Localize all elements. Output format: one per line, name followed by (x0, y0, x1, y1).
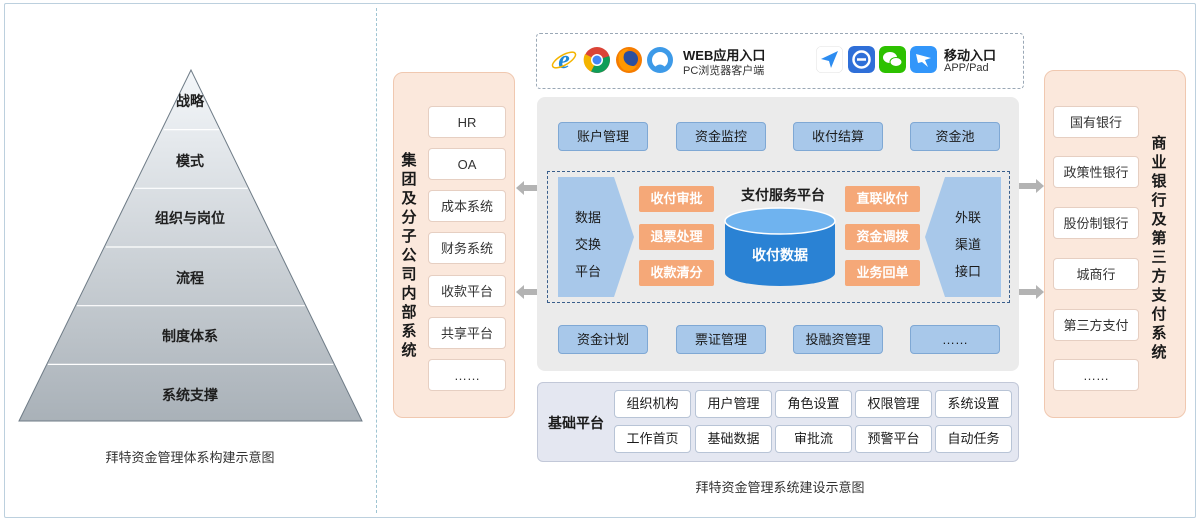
bank-item-more: …… (1053, 359, 1139, 391)
function-business-receipt: 业务回单 (845, 260, 920, 286)
function-collection-sorting: 收款清分 (639, 260, 714, 286)
internal-item-oa: OA (428, 148, 506, 180)
svg-text:e: e (558, 46, 570, 74)
internal-item-finance: 财务系统 (428, 232, 506, 264)
internal-item-collection: 收款平台 (428, 275, 506, 307)
double-arrow-icon (1010, 179, 1044, 193)
base-item-auto-task: 自动任务 (935, 425, 1012, 453)
module-account-management: 账户管理 (558, 122, 648, 151)
base-item-alert-platform: 预警平台 (855, 425, 932, 453)
e-app-icon (848, 46, 875, 73)
chrome-browser-icon (583, 47, 610, 73)
external-channel-line-3: 接口 (954, 264, 981, 279)
base-item-base-data: 基础数据 (695, 425, 772, 453)
firefox-browser-icon (616, 47, 642, 73)
module-fund-monitoring: 资金监控 (676, 122, 766, 151)
base-item-organization: 组织机构 (614, 390, 691, 418)
base-item-role-settings: 角色设置 (775, 390, 852, 418)
base-item-approval-flow: 审批流 (775, 425, 852, 453)
pyramid-level-strategy: 战略 (176, 93, 204, 109)
module-cash-pool: 资金池 (910, 122, 1000, 151)
module-fund-plan: 资金计划 (558, 325, 648, 354)
ie-browser-icon: e (551, 46, 577, 74)
internal-item-shared: 共享平台 (428, 317, 506, 349)
module-settlement: 收付结算 (793, 122, 883, 151)
function-refund-handling: 退票处理 (639, 224, 714, 250)
data-exchange-label: 数据 交换 平台 (568, 204, 608, 285)
pyramid-level-model: 模式 (176, 153, 204, 169)
module-more: …… (910, 325, 1000, 354)
pyramid-diagram (18, 68, 363, 422)
module-investment-financing: 投融资管理 (793, 325, 883, 354)
external-channel-arrow (925, 177, 1001, 297)
internal-item-more: …… (428, 359, 506, 391)
module-bill-management: 票证管理 (676, 325, 766, 354)
internal-systems-title-text: 集团及分子公司内部系统 (401, 152, 417, 359)
data-exchange-line-2: 交换 (574, 237, 601, 252)
internal-systems-title: 集团及分子公司内部系统 (398, 151, 420, 360)
mobile-entry-title: 移动入口 (944, 48, 997, 63)
function-direct-payment: 直联收付 (845, 186, 920, 212)
base-item-user-management: 用户管理 (695, 390, 772, 418)
payment-platform-box (547, 171, 1010, 303)
bank-item-policy: 政策性银行 (1053, 156, 1139, 188)
pyramid-shape (18, 68, 363, 422)
external-channel-label: 外联 渠道 接口 (948, 204, 988, 285)
base-item-homepage: 工作首页 (614, 425, 691, 453)
bank-systems-title-text: 商业银行及第三方支付系统 (1151, 135, 1167, 361)
base-item-system-settings: 系统设置 (935, 390, 1012, 418)
mobile-entry-subtitle: APP/Pad (944, 62, 989, 74)
internal-item-hr: HR (428, 106, 506, 138)
internal-item-cost: 成本系统 (428, 190, 506, 222)
function-fund-transfer: 资金调拨 (845, 224, 920, 250)
double-arrow-icon (516, 181, 550, 195)
system-caption: 拜特资金管理系统建设示意图 (695, 480, 865, 495)
base-item-permission: 权限管理 (855, 390, 932, 418)
dingtalk-icon (910, 46, 937, 73)
double-arrow-icon (516, 285, 550, 299)
pyramid-level-organization: 组织与岗位 (155, 210, 225, 226)
payment-platform-title: 支付服务平台 (741, 187, 825, 203)
base-platform-title: 基础平台 (548, 415, 604, 431)
bank-item-joint-stock: 股份制银行 (1053, 207, 1139, 239)
bank-item-third-party: 第三方支付 (1053, 309, 1139, 341)
data-exchange-line-1: 数据 (574, 210, 601, 225)
bank-systems-title: 商业银行及第三方支付系统 (1148, 134, 1170, 362)
web-entry-subtitle: PC浏览器客户端 (683, 65, 765, 77)
external-channel-line-2: 渠道 (954, 237, 981, 252)
wechat-icon (879, 46, 906, 73)
data-exchange-line-3: 平台 (574, 264, 601, 279)
pyramid-level-system-rules: 制度体系 (162, 328, 218, 344)
external-channel-line-1: 外联 (954, 210, 981, 225)
database-cylinder-icon (724, 207, 836, 286)
bank-item-state-owned: 国有银行 (1053, 106, 1139, 138)
pyramid-level-process: 流程 (176, 270, 204, 286)
web-entry-title: WEB应用入口 (683, 48, 766, 63)
send-app-icon (816, 46, 843, 73)
data-exchange-arrow (558, 177, 634, 297)
outer-frame (4, 3, 1196, 518)
database-label: 收付数据 (752, 247, 808, 263)
section-divider (376, 8, 377, 513)
pyramid-level-system-support: 系统支撑 (162, 387, 218, 403)
double-arrow-icon (1010, 285, 1044, 299)
browser-icon (647, 47, 673, 73)
function-payment-approval: 收付审批 (639, 186, 714, 212)
pyramid-caption: 拜特资金管理体系构建示意图 (105, 450, 275, 465)
bank-item-city: 城商行 (1053, 258, 1139, 290)
